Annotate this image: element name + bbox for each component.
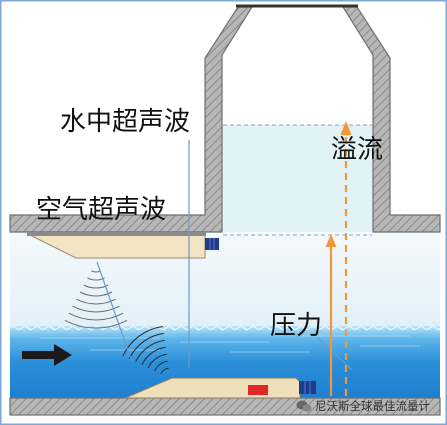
air-ultrasonic-wave — [64, 270, 128, 329]
air-wave-arc — [72, 305, 120, 313]
water-wave-arc — [154, 360, 168, 372]
pressure-level-arrow — [325, 234, 337, 396]
arrow-right-icon — [22, 344, 72, 366]
air-sensor-mount-plate — [27, 232, 206, 236]
water-streaks — [40, 335, 420, 353]
air-wave-arc — [64, 319, 128, 329]
water-wave-arc — [147, 353, 167, 369]
water-sensor-connector — [299, 381, 316, 394]
air-sensor-connector — [205, 238, 219, 250]
overflow-level-arrow — [340, 121, 352, 396]
water-sensor-indicator — [248, 385, 268, 395]
air-ultrasonic-sensor — [27, 232, 219, 259]
label-air-ultrasonic: 空气超声波 — [36, 195, 166, 225]
watermark-text: 尼沃斯全球最佳流量计 — [315, 399, 430, 413]
water-wave-arc — [128, 332, 164, 360]
label-underwater-ultrasonic: 水中超声波 — [60, 107, 190, 137]
label-overflow: 溢流 — [331, 135, 383, 165]
water-surface — [9, 325, 441, 331]
tower-water-column — [222, 125, 373, 232]
water-wave-arc — [160, 367, 169, 375]
water-wave-arc — [141, 346, 166, 366]
underwater-ultrasonic-sensor — [124, 377, 316, 399]
label-pressure: 压力 — [270, 311, 322, 341]
air-wave-arc — [87, 277, 105, 281]
air-wave-arc — [79, 291, 113, 297]
water-wave-arc — [135, 339, 165, 363]
pressure-label-pointer — [317, 337, 353, 371]
underwater-ultrasonic-wave — [122, 326, 169, 375]
right-wall — [341, 6, 441, 233]
wechat-logo-icon — [296, 400, 312, 412]
air-wave-arc — [68, 312, 124, 321]
air-wave-arc — [83, 284, 109, 289]
air-wave-arc — [76, 298, 116, 305]
air-beam-line — [96, 261, 133, 363]
water-wave-arc — [122, 326, 163, 357]
